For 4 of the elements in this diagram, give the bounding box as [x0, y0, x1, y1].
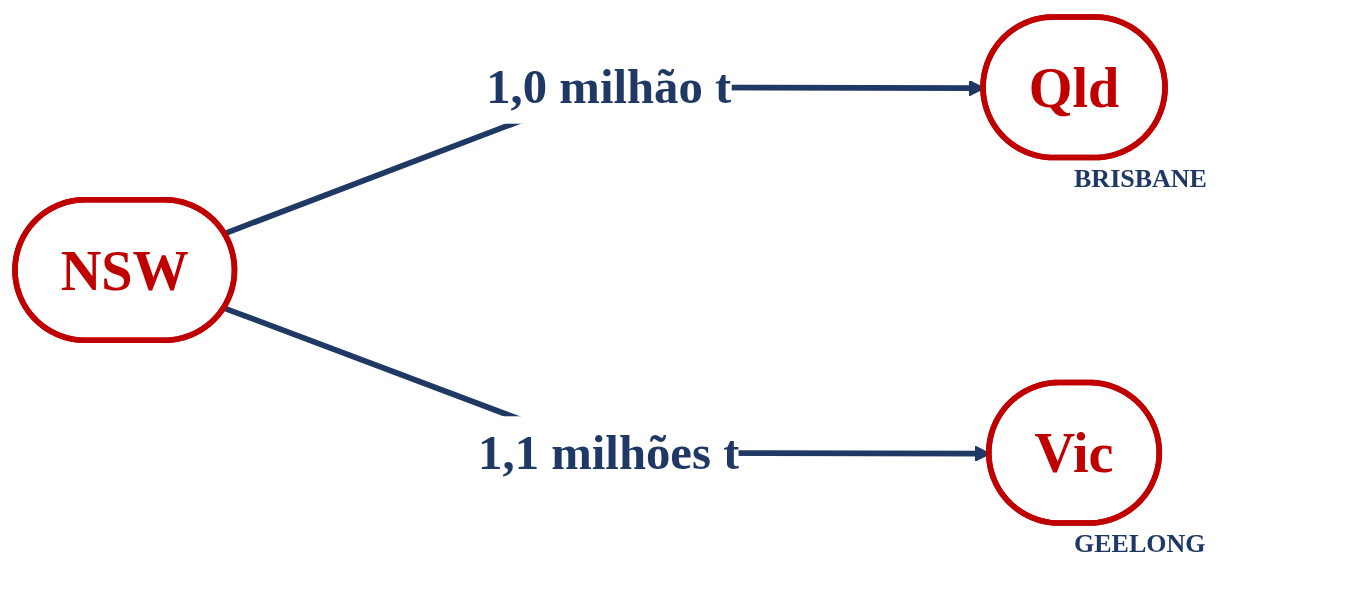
- city-label: BRISBANE: [1074, 163, 1207, 194]
- edge-label: 1,1 milhões t: [478, 425, 740, 480]
- edge-label: 1,0 milhão t: [486, 60, 732, 115]
- city-label: GEELONG: [1074, 529, 1206, 560]
